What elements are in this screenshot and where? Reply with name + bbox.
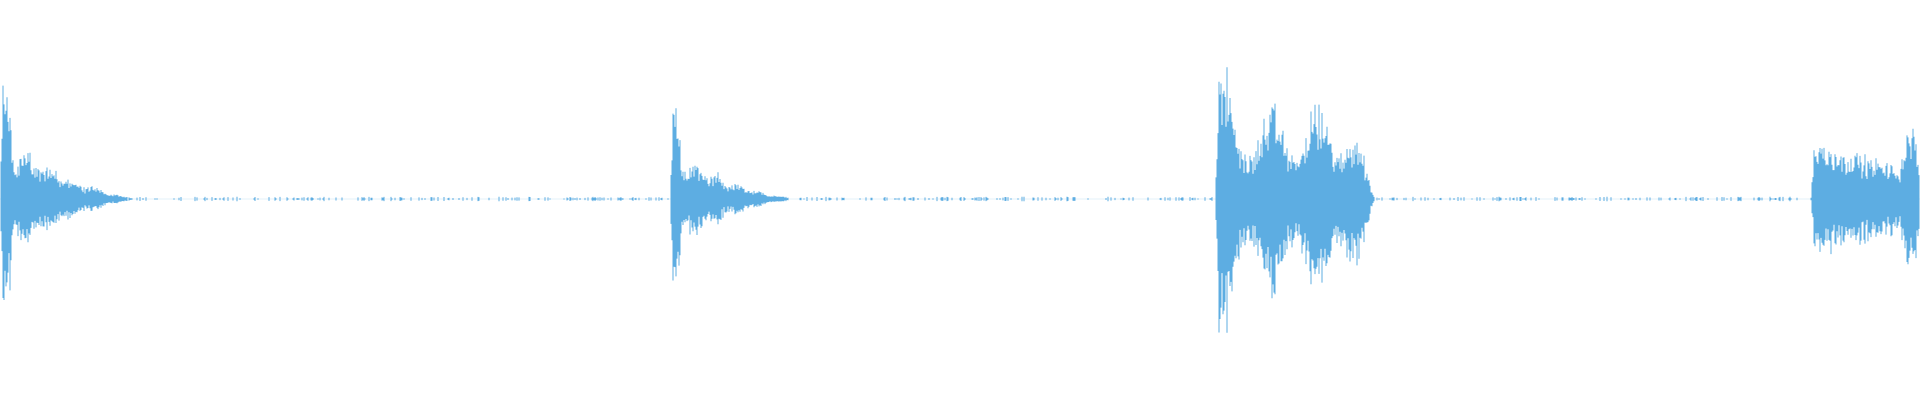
waveform-clip-1 bbox=[0, 85, 131, 300]
waveform-clip-4 bbox=[1811, 128, 1920, 265]
waveform-clip-2 bbox=[670, 108, 789, 281]
waveform-segments bbox=[0, 67, 1920, 333]
waveform-clip-3 bbox=[1215, 67, 1375, 333]
